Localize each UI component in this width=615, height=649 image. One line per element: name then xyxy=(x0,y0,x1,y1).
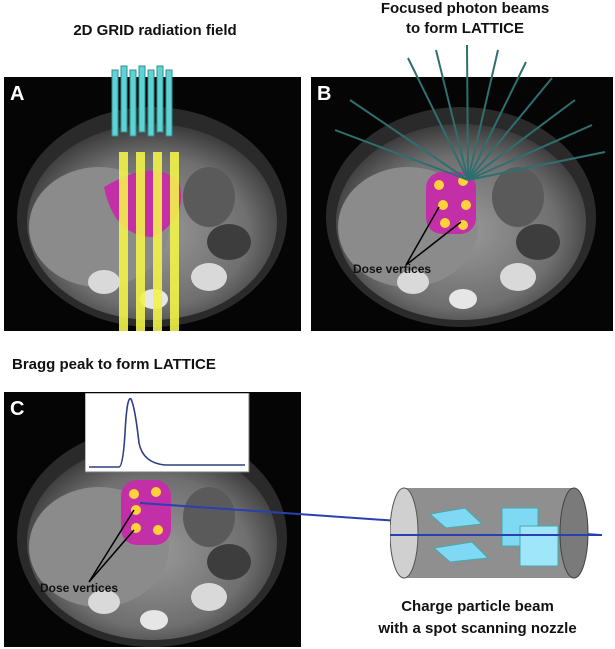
panel-a-label: A xyxy=(10,83,25,105)
panel-a: A xyxy=(4,77,301,331)
photon-beams xyxy=(334,44,606,181)
dose-vertices-label-b: Dose vertices xyxy=(353,262,431,276)
panel-c-label: C xyxy=(10,398,25,420)
ct-scan-a xyxy=(17,107,287,331)
grid-beam xyxy=(170,152,179,331)
scanning-nozzle-icon xyxy=(390,487,602,579)
nozzle-caption-line1: Charge particle beam xyxy=(401,598,554,615)
panel-b-label: B xyxy=(317,83,332,105)
ct-scan-b: Dose vertices xyxy=(326,107,596,327)
panel-a-title: 2D GRID radiation field xyxy=(73,22,237,39)
grid-beam xyxy=(136,152,145,331)
panel-c-title: Bragg peak to form LATTICE xyxy=(12,356,216,373)
dose-vertices-label-c: Dose vertices xyxy=(40,581,118,595)
panel-b-title-line2: to form LATTICE xyxy=(405,20,525,37)
bragg-peak-inset xyxy=(85,393,250,473)
panel-b: Dose vertices B xyxy=(311,77,613,331)
bragg-peak-curve xyxy=(89,397,245,468)
panel-c: Dose vertices C xyxy=(4,392,301,647)
grid-beam xyxy=(153,152,162,331)
dose-vertex xyxy=(434,176,471,230)
grid-collimator-icon xyxy=(111,65,173,137)
nozzle-caption-line2: with a spot scanning nozzle xyxy=(378,620,577,637)
panel-b-title-line1: Focused photon beams xyxy=(380,0,550,17)
dose-vertex xyxy=(129,487,163,535)
ct-scan-c: Dose vertices xyxy=(17,427,287,647)
grid-beam xyxy=(119,152,128,331)
